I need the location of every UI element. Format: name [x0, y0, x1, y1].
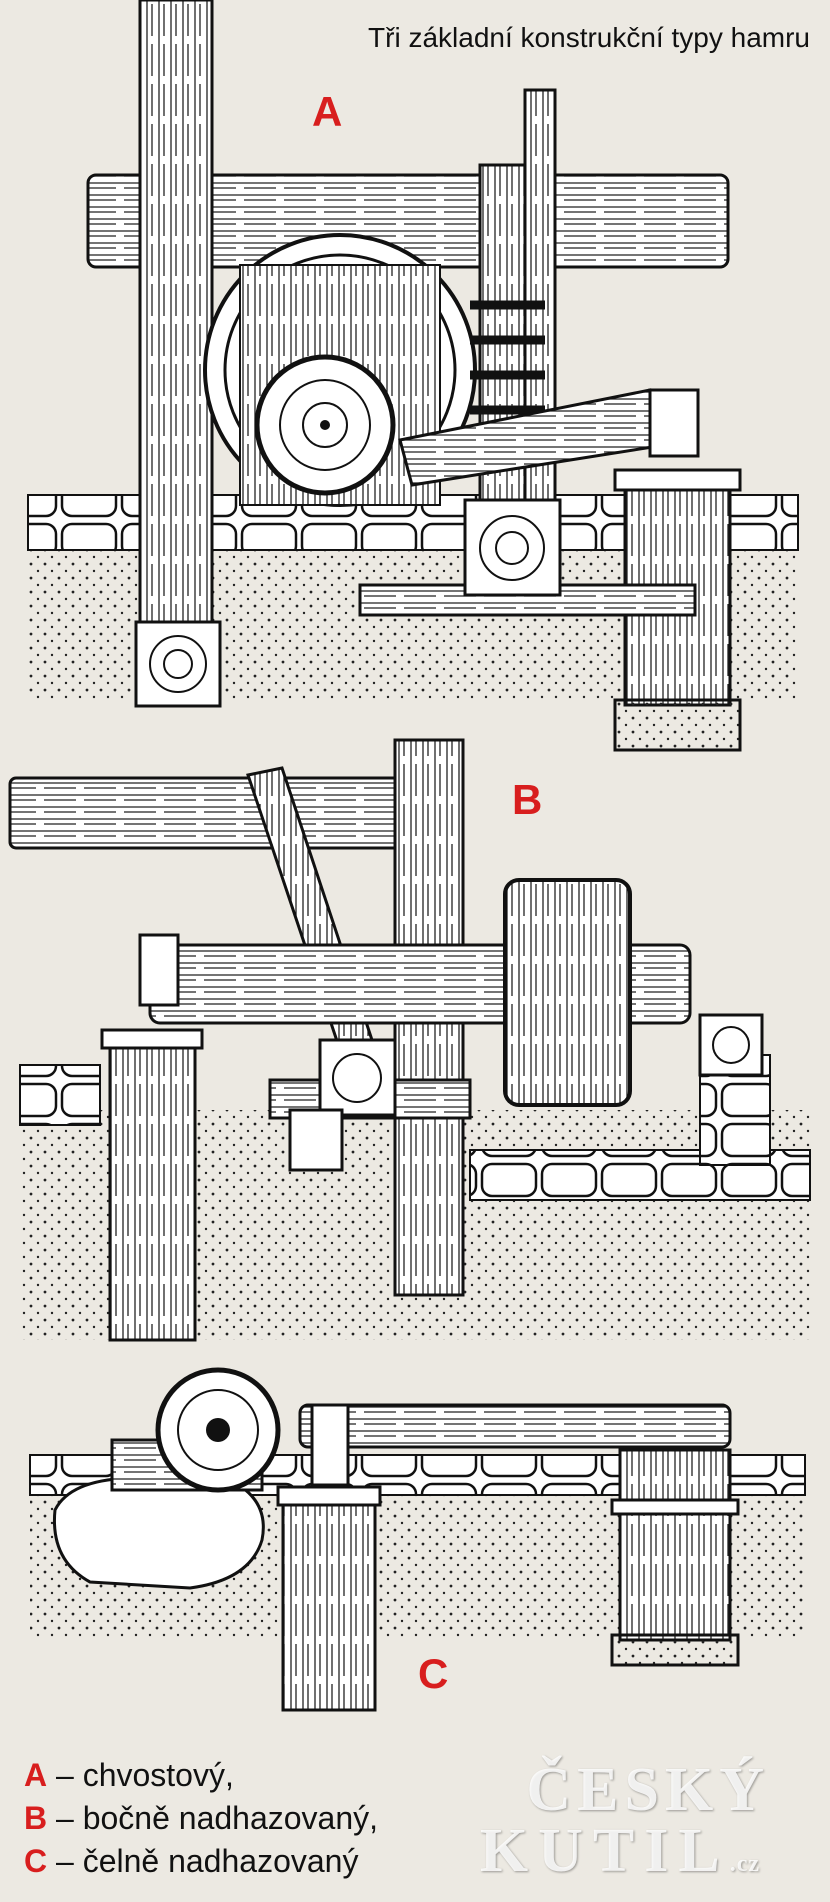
- panel-b-label: B: [512, 776, 543, 823]
- legend-text-c: – čelně nadhazovaný: [47, 1843, 359, 1879]
- legend-key-c: C: [24, 1843, 48, 1879]
- legend-text-a: – chvostový,: [47, 1757, 234, 1793]
- panel-c-label: C: [418, 1650, 449, 1697]
- panel-c-anvil-stump: [281, 1493, 377, 1712]
- panel-b-hammer-head: [138, 933, 180, 1007]
- legend-item-c: C – čelně nadhazovaný: [24, 1840, 378, 1883]
- panel-b-anvil-stump: [108, 1038, 197, 1342]
- panel-a-left-post-base: [134, 620, 222, 708]
- panel-a-drawing: [27, 0, 799, 752]
- legend-item-b: B – bočně nadhazovaný,: [24, 1797, 378, 1840]
- panel-c-hammer-head: [310, 1403, 350, 1487]
- panel-a-label: A: [312, 88, 343, 135]
- panel-b-water-wheel: [503, 878, 632, 1107]
- watermark-line-2: KUTIL.cz: [350, 1820, 760, 1895]
- panel-c-drawing: [29, 1367, 806, 1712]
- panel-c-boulder: [52, 1476, 265, 1590]
- panel-b-drawing: [8, 738, 811, 1342]
- legend-text-b: – bočně nadhazovaný,: [47, 1800, 379, 1836]
- watermark-suffix: .cz: [729, 1851, 760, 1877]
- watermark-line-1: ČESKÝ: [526, 1756, 770, 1824]
- panel-c-pivot-stump: [618, 1448, 732, 1642]
- legend-item-a: A – chvostový,: [24, 1754, 378, 1797]
- panel-a-hammer-head: [648, 388, 700, 458]
- legend: A – chvostový, B – bočně nadhazovaný, C …: [24, 1754, 378, 1883]
- panel-c-hammer-helve: [298, 1403, 732, 1449]
- legend-key-a: A: [24, 1757, 48, 1793]
- panel-b-top-beam: [8, 776, 412, 850]
- watermark-logo: ČESKÝ KUTIL.cz: [350, 1756, 770, 1895]
- panel-a-left-post: [138, 0, 214, 627]
- legend-key-b: B: [24, 1800, 48, 1836]
- watermark-word: KUTIL: [479, 1817, 730, 1885]
- page-title: Tři základní konstrukční typy hamru: [368, 22, 810, 53]
